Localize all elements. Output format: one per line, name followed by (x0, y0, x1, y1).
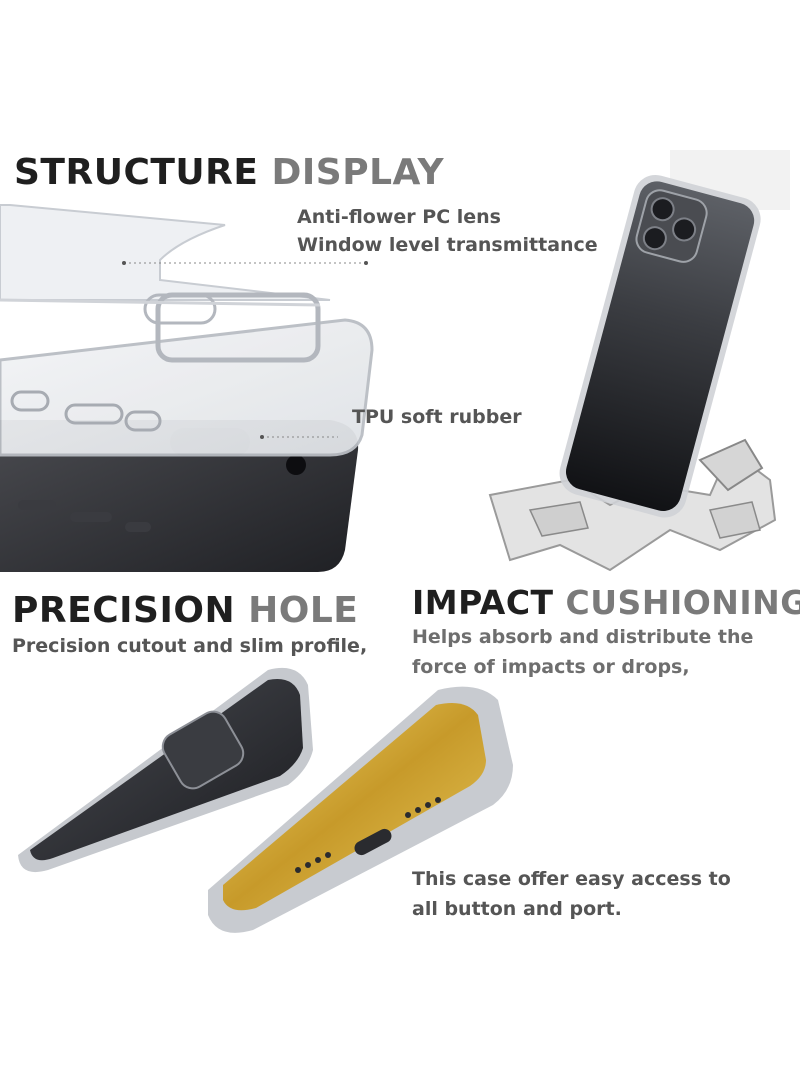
structure-title-dark: STRUCTURE (14, 152, 259, 193)
phone-body-shape (0, 420, 359, 572)
impact-title-dark: IMPACT (412, 583, 554, 622)
impact-title-grey: CUSHIONING (565, 583, 800, 622)
impact-subtitle-line1: Helps absorb and distribute the (412, 626, 754, 648)
callout-lines (122, 261, 368, 439)
impact-subtitle-line2: force of impacts or drops, (412, 656, 690, 678)
access-caption: This case offer easy access to all butto… (412, 864, 731, 924)
precision-title-dark: PRECISION (12, 590, 236, 631)
impact-title: IMPACT CUSHIONING (412, 583, 800, 622)
callout-lens-line1: Anti-flower PC lens (297, 206, 501, 228)
gold-screen-shape (223, 702, 486, 911)
tpu-frame-shape (0, 318, 374, 457)
precision-title-grey: HOLE (248, 590, 359, 631)
two-phones-illustration (18, 667, 513, 933)
access-caption-line1: This case offer easy access to (412, 868, 731, 890)
access-caption-line2: all button and port. (412, 898, 622, 920)
callout-lens: Anti-flower PC lens Window level transmi… (297, 203, 598, 259)
precision-subtitle: Precision cutout and slim profile, (12, 635, 368, 657)
impact-subtitle: Helps absorb and distribute the force of… (412, 622, 753, 682)
precision-title: PRECISION HOLE (12, 590, 358, 631)
exploded-case-illustration (0, 204, 374, 572)
phone-drop-illustration (488, 150, 790, 572)
structure-title-grey: DISPLAY (271, 152, 445, 193)
structure-title: STRUCTURE DISPLAY (14, 152, 444, 193)
callout-tpu: TPU soft rubber (352, 406, 522, 428)
pc-back-shape (0, 204, 331, 301)
callout-lens-line2: Window level transmittance (297, 234, 598, 256)
